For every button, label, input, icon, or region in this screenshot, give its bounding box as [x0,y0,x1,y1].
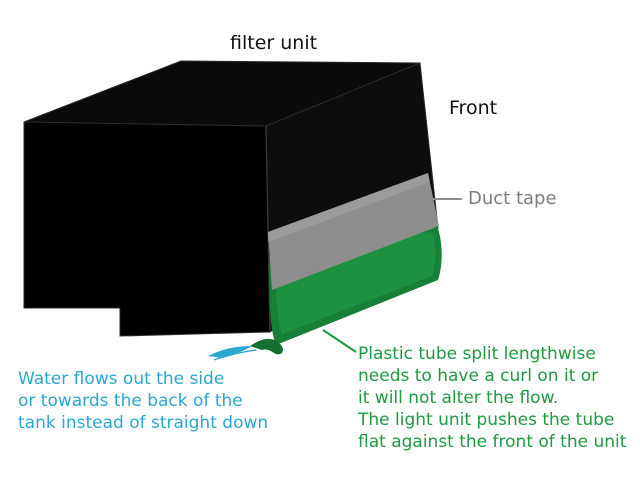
tube-note-line: Plastic tube split lengthwise [358,344,596,364]
water-note-line: Water flows out the side [18,369,225,389]
plastic-tube-note: Plastic tube split lengthwise needs to h… [358,343,626,453]
tube-note-line: it will not alter the flow. [358,388,559,408]
tube-leader [322,329,357,353]
unit-edge-line [265,125,271,333]
water-flow-note: Water flows out the side or towards the … [18,368,268,434]
tube-note-line: flat against the front of the unit [358,432,627,452]
tube-note-line: The light unit pushes the tube [358,410,615,430]
unit-side-face [23,121,271,337]
front-label: Front [449,97,498,119]
duct-tape [268,173,439,290]
water-stream-2 [213,349,257,361]
water-stream [208,346,252,358]
duct-tape-label: Duct tape [468,188,557,209]
diagram-title: filter unit [230,32,318,54]
water-note-line: or towards the back of the [18,391,243,411]
duct-tape-shade [268,173,430,242]
water-note-line: tank instead of straight down [18,413,269,433]
tube-note-line: needs to have a curl on it or [358,366,599,386]
plastic-tube-curl [250,338,283,355]
